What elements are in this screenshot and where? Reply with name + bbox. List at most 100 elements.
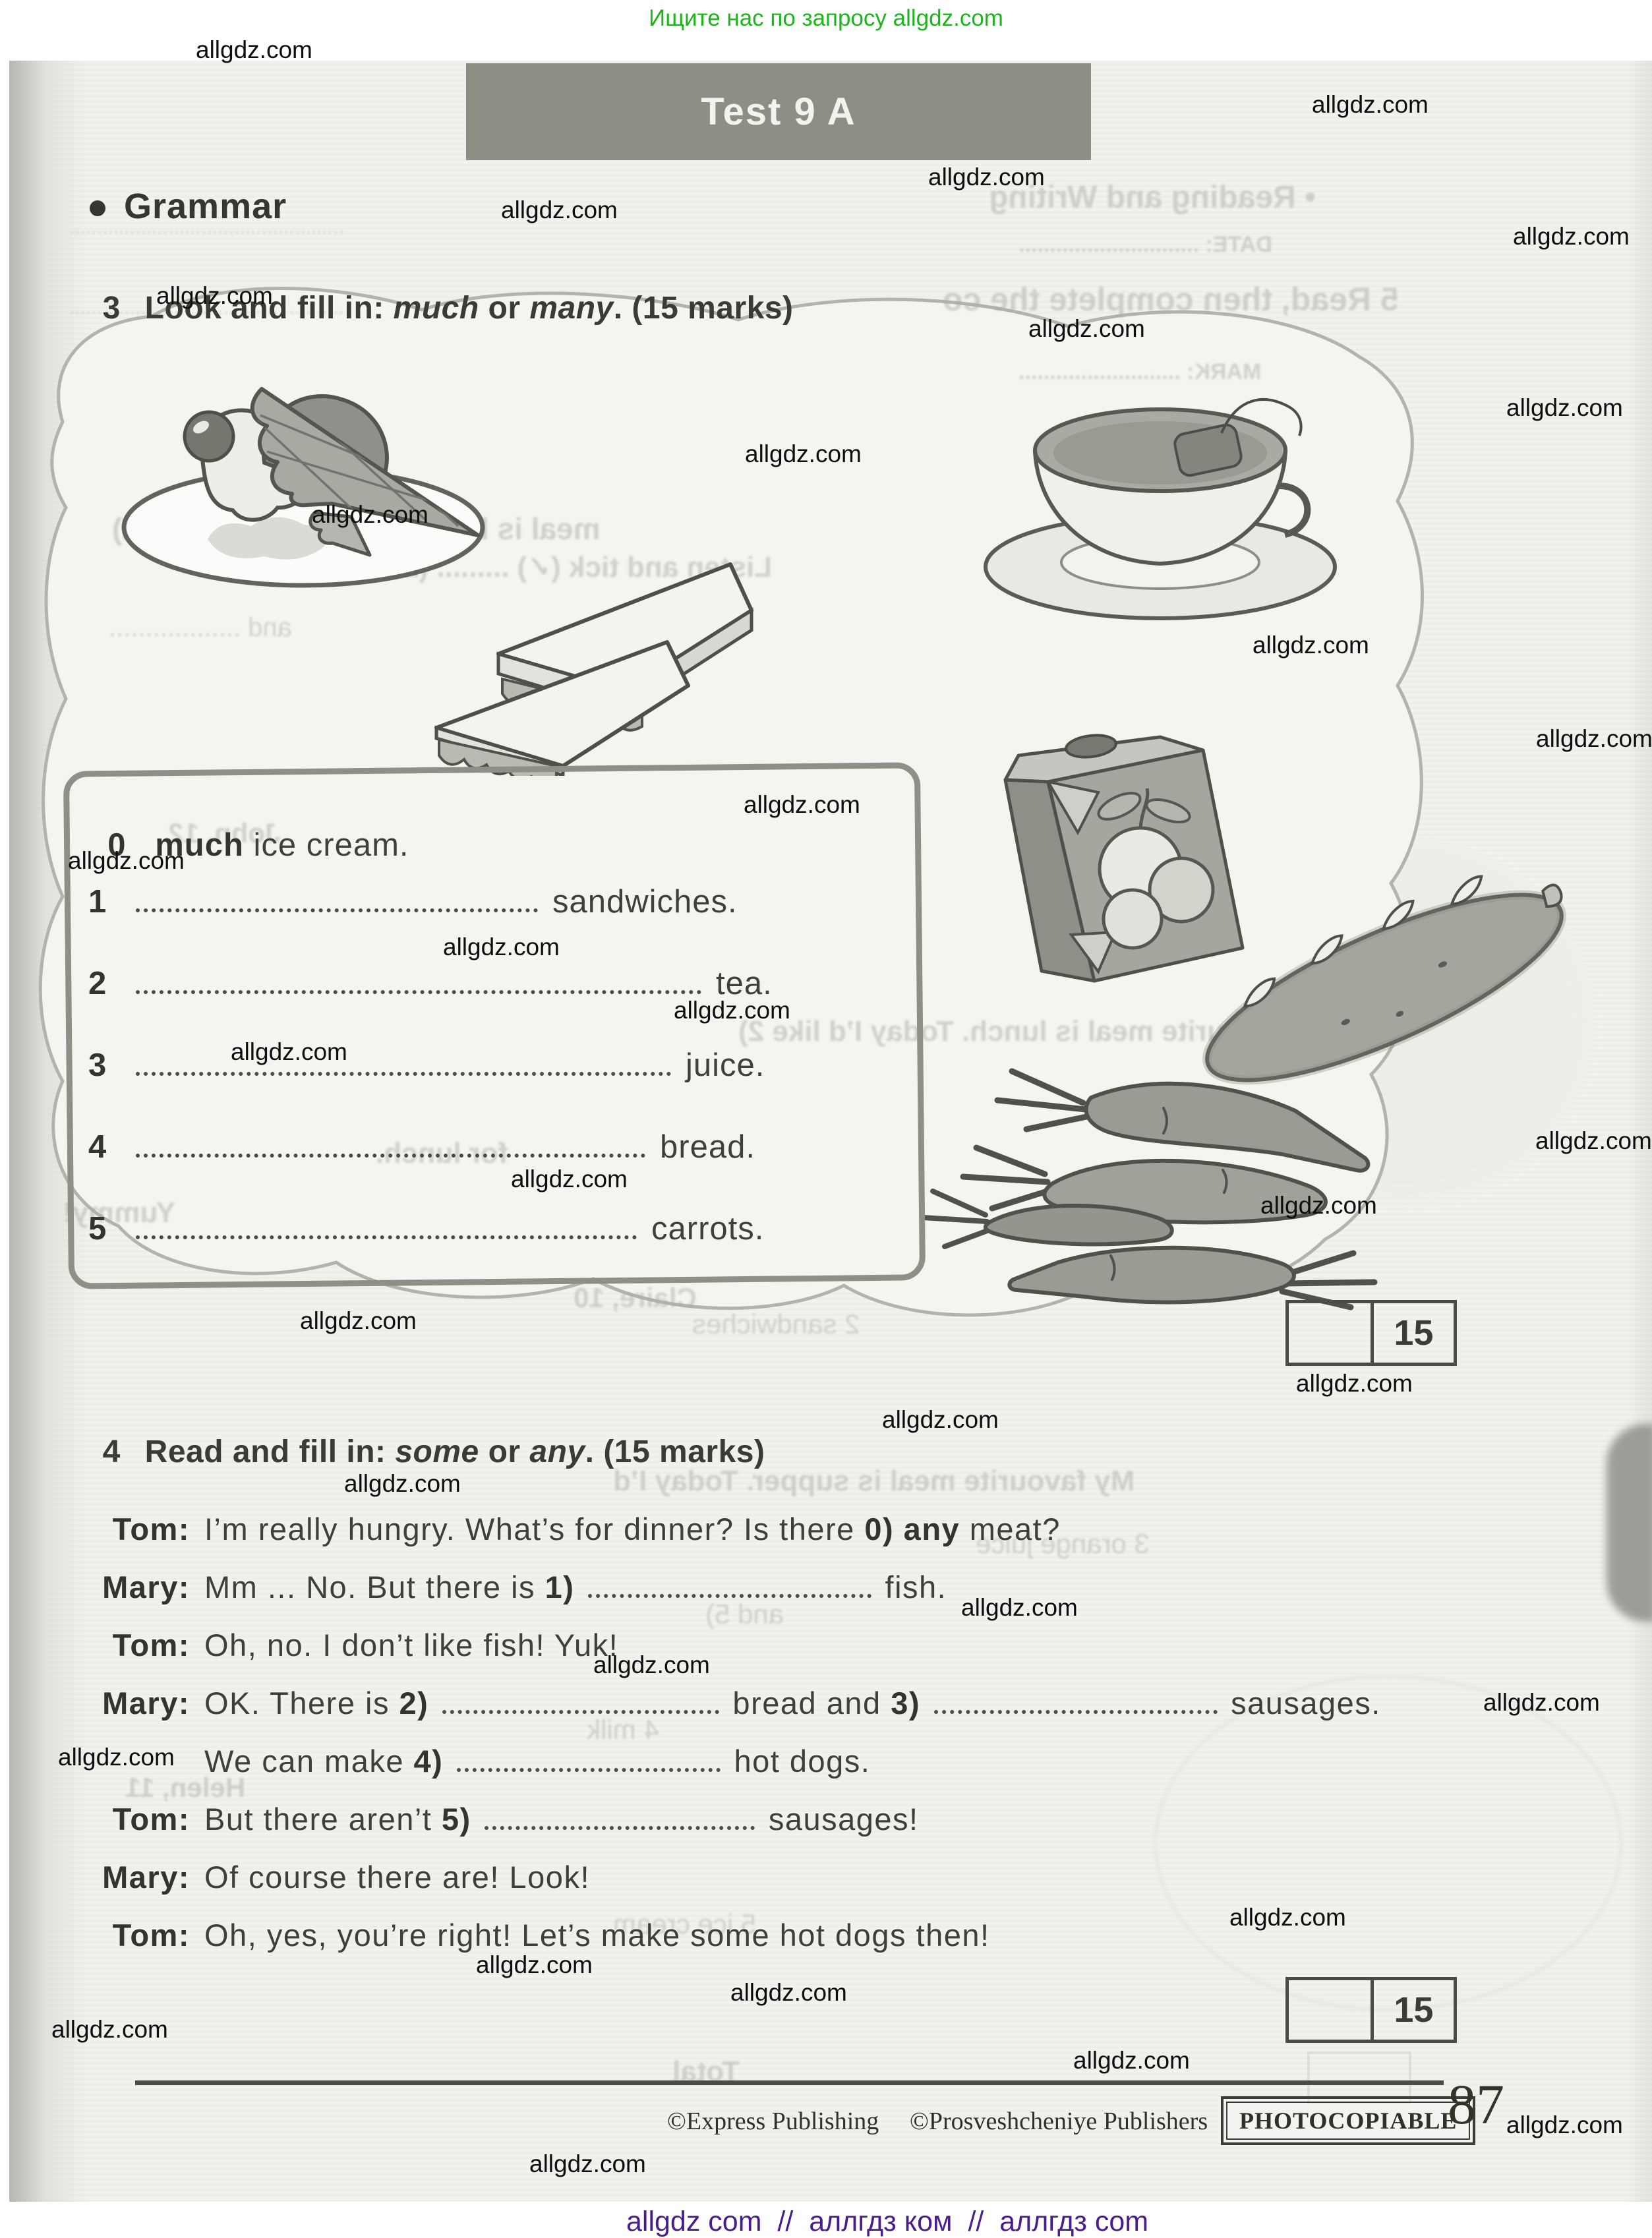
tea-illustration [984, 398, 1337, 620]
row-number: 3 [88, 1047, 107, 1083]
ghost-text: Claire, 10 [574, 1282, 697, 1313]
watermark: allgdz.com [674, 997, 790, 1024]
answer-blank[interactable] [933, 1706, 1218, 1714]
watermark: allgdz.com [593, 1651, 710, 1678]
dialogue-text: But there aren’t [204, 1802, 442, 1837]
watermark: allgdz.com [730, 1979, 847, 2006]
dialogue-text: sausages. [1221, 1686, 1381, 1721]
publisher-left: ©Express Publishing [667, 2107, 879, 2135]
row-word: sandwiches. [552, 884, 738, 920]
row-number: 1 [88, 884, 107, 920]
answer-blank[interactable] [587, 1590, 871, 1598]
answer-blank[interactable] [136, 904, 538, 912]
watermark: allgdz.com [156, 282, 273, 309]
footer-rule [135, 2080, 1444, 2085]
test-header-bar: Test 9 A [466, 63, 1091, 160]
dialogue-line: Tom: Oh, yes, you’re right! Let’s make so… [79, 1917, 990, 1953]
speaker-label: Tom: [112, 1918, 190, 1953]
dialogue-text: 4) [413, 1744, 453, 1779]
task3-score-box: 15 [1285, 1300, 1457, 1366]
dialogue-line: Mary:Of course there are! Look! [79, 1859, 590, 1895]
ghost-blob [1154, 1674, 1623, 2012]
answer-blank[interactable] [136, 1068, 671, 1076]
dialogue-text: OK. There is [204, 1686, 399, 1721]
watermark: allgdz.com [1506, 394, 1623, 421]
fill-row: 3 juice. [88, 1047, 765, 1084]
dialogue-text: fish. [875, 1570, 947, 1605]
watermark: allgdz.com [882, 1406, 999, 1433]
dialogue-line: Tom:But there aren’t 5) sausages! [79, 1801, 919, 1837]
score-max-cell: 15 [1394, 1313, 1434, 1353]
dialogue-line: Tom:I’m really hungry. What’s for dinner… [79, 1511, 1061, 1547]
dialogue-text: 3) [891, 1686, 930, 1721]
page-number: 87 [1448, 2073, 1504, 2136]
dialogue-text: meat? [960, 1512, 1061, 1546]
dialogue-text: Oh, yes, you’re right! Let’s make some h… [204, 1918, 990, 1953]
publisher-right: ©Prosveshcheniye Publishers [910, 2107, 1208, 2135]
dialogue-text: Mm ... No. But there is [204, 1570, 545, 1605]
watermark: allgdz.com [1513, 223, 1630, 250]
watermark: allgdz.com [344, 1470, 461, 1497]
row-word: tea. [716, 966, 773, 1001]
watermark: allgdz.com [1536, 725, 1652, 752]
watermark: allgdz.com [1296, 1370, 1413, 1397]
carrots-illustration [921, 1068, 1378, 1310]
dialogue: Tom:I’m really hungry. What’s for dinner… [79, 1511, 1529, 1986]
watermark: allgdz.com [1506, 2111, 1623, 2138]
dialogue-text: Of course there are! Look! [204, 1860, 591, 1895]
ghost-text: 5 Read, then complete the co [943, 281, 1399, 318]
watermark: allgdz.com [1312, 91, 1429, 118]
row-word: juice. [686, 1047, 765, 1083]
site-banner-bottom: allgdz com // аллгдз ком // аллгдз com [626, 2206, 1149, 2237]
watermark: allgdz.com [312, 501, 428, 528]
speaker-label: Tom: [112, 1628, 190, 1663]
juice-illustration [1003, 734, 1245, 983]
task4-number: 4 [102, 1434, 121, 1469]
watermark: allgdz.com [928, 163, 1045, 191]
site-banner-top: Ищите нас по запросу allgdz.com [649, 5, 1003, 31]
score-empty-cell[interactable] [1289, 1303, 1374, 1363]
task4-score-box: 15 [1285, 1977, 1457, 2043]
dialogue-line: Tom: Oh, no. I don’t like fish! Yuk! [79, 1627, 618, 1663]
watermark: allgdz.com [231, 1038, 347, 1065]
answer-blank[interactable] [136, 986, 701, 994]
answer-blank[interactable] [136, 1150, 645, 1158]
watermark: allgdz.com [961, 1594, 1078, 1621]
answer-blank[interactable] [442, 1706, 719, 1714]
dialogue-text: We can make [204, 1744, 414, 1779]
test-title: Test 9 A [701, 90, 856, 133]
bread-illustration [1202, 875, 1566, 1085]
watermark: allgdz.com [1483, 1689, 1600, 1716]
ice-cream-illustration [121, 387, 485, 588]
score-empty-cell[interactable] [1289, 1980, 1374, 2040]
watermark: allgdz.com [476, 1951, 593, 1978]
ghost-text: and .................. [109, 613, 292, 642]
fill-row: 1 sandwiches. [88, 883, 738, 920]
dialogue-text: 1) [545, 1570, 584, 1605]
watermark: allgdz.com [58, 1744, 175, 1771]
answer-blank[interactable] [485, 1822, 755, 1830]
watermark: allgdz.com [196, 36, 312, 63]
row-number: 5 [88, 1211, 107, 1247]
dialogue-line: Mary:OK. There is 2) bread and 3) sausag… [79, 1685, 1381, 1721]
scan-bleed-blob [1607, 1424, 1652, 1622]
sandwich-illustration [434, 562, 753, 776]
dialogue-text: Oh, no. I don’t like fish! Yuk! [204, 1628, 619, 1663]
row-number: 4 [88, 1129, 107, 1165]
ghost-text: DATE: ............................. [1018, 232, 1272, 257]
photocopiable-stamp: PHOTOCOPIABLE [1221, 2096, 1476, 2145]
answer-blank[interactable] [136, 1231, 637, 1239]
watermark: allgdz.com [51, 2016, 168, 2043]
dialogue-text: hot dogs. [724, 1744, 871, 1779]
ghost-text: 2 sandwiches [692, 1309, 860, 1340]
grammar-heading: Grammar [90, 186, 287, 227]
ghost-score-box [1307, 2051, 1411, 2104]
answer-blank[interactable] [456, 1764, 721, 1772]
dialogue-text: bread and [723, 1686, 891, 1721]
watermark: allgdz.com [300, 1307, 417, 1334]
